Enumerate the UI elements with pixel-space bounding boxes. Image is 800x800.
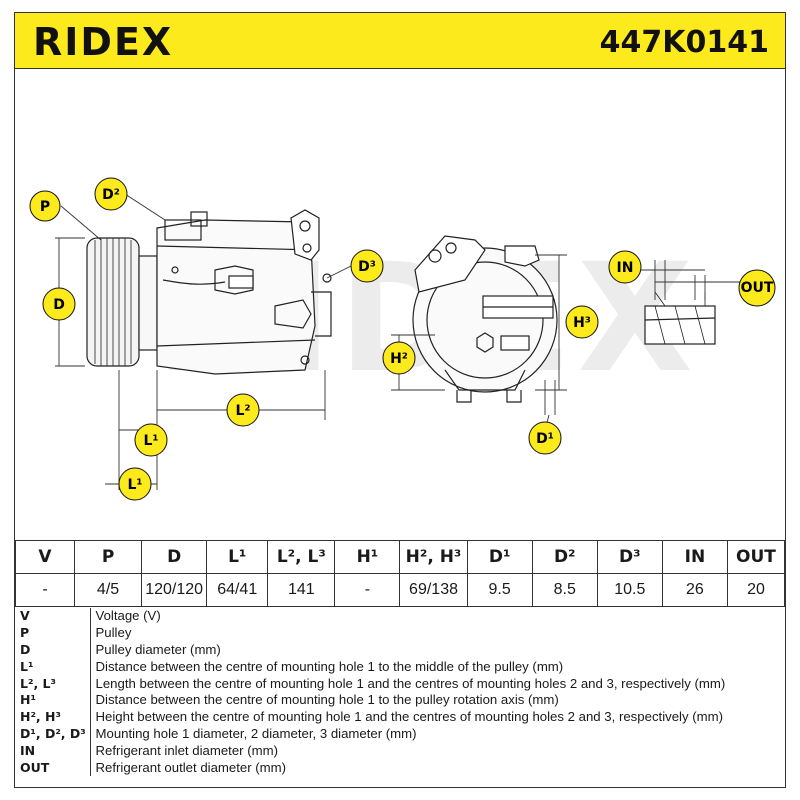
legend-desc: Pulley — [95, 625, 132, 641]
legend-key: D — [15, 641, 91, 659]
spec-header-cell: H¹ — [334, 540, 401, 574]
spec-header-cell: D — [141, 540, 208, 574]
spec-header-cell: D² — [531, 540, 598, 574]
callout-d2: D² — [94, 177, 128, 211]
svg-text:P: P — [40, 199, 50, 215]
callout-d1: D¹ — [528, 421, 562, 455]
spec-header-cell: H², H³ — [399, 540, 468, 574]
svg-text:H²: H² — [390, 351, 408, 367]
spec-value-cell: 69/138 — [399, 573, 468, 607]
legend-key: IN — [15, 742, 91, 760]
spec-header-cell: D¹ — [466, 540, 533, 574]
spec-value-cell: 9.5 — [466, 573, 533, 607]
legend-key: D¹, D², D³ — [15, 725, 91, 743]
callout-h3: H³ — [565, 305, 599, 339]
spec-header-cell: D³ — [596, 540, 663, 574]
spec-header-cell: OUT — [726, 540, 786, 574]
header-bar: RIDEX 447K0141 — [15, 13, 785, 69]
svg-text:D³: D³ — [358, 259, 376, 275]
spec-value-cell: - — [334, 573, 401, 607]
callout-l1-upper: L¹ — [134, 423, 168, 457]
svg-text:D²: D² — [102, 187, 120, 203]
callout-out: OUT — [738, 269, 776, 307]
callout-d: D — [42, 287, 76, 321]
spec-value-cell: 20 — [726, 573, 786, 607]
legend-desc: Mounting hole 1 diameter, 2 diameter, 3 … — [95, 725, 417, 741]
legend-key: OUT — [15, 759, 91, 776]
spec-value-cell: 8.5 — [531, 573, 598, 607]
spec-header-row: V P D L¹ L², L³ H¹ H², H³ D¹ D² D³ IN OU… — [15, 540, 786, 574]
svg-text:OUT: OUT — [741, 280, 774, 296]
legend-desc: Refrigerant inlet diameter (mm) — [95, 742, 278, 758]
callout-d3: D³ — [350, 249, 384, 283]
svg-text:D: D — [53, 297, 65, 313]
spec-table: V P D L¹ L², L³ H¹ H², H³ D¹ D² D³ IN OU… — [15, 540, 786, 607]
callout-p: P — [29, 190, 61, 222]
legend-key: P — [15, 624, 91, 642]
svg-text:L¹: L¹ — [143, 433, 158, 449]
spec-value-cell: 141 — [267, 573, 336, 607]
spec-header-cell: L², L³ — [267, 540, 336, 574]
legend-desc: Voltage (V) — [95, 608, 161, 624]
part-number: 447K0141 — [599, 25, 769, 60]
spec-value-cell: 64/41 — [206, 573, 269, 607]
compressor-side-view — [86, 209, 332, 375]
spec-value-cell: 26 — [661, 573, 728, 607]
compressor-front-view — [412, 235, 558, 403]
callout-in: IN — [608, 250, 642, 284]
legend-key: L¹ — [15, 658, 91, 676]
port-detail-view — [644, 291, 716, 345]
product-sheet: RIDEX 447K0141 RIDEX — [14, 12, 786, 788]
spec-header-cell: P — [73, 540, 143, 574]
ridex-logo: RIDEX — [33, 20, 173, 63]
spec-header-cell: V — [15, 540, 75, 574]
legend-desc: Distance between the centre of mounting … — [95, 658, 564, 674]
callout-l1-lower: L¹ — [118, 467, 152, 501]
spec-value-cell: 10.5 — [596, 573, 663, 607]
svg-text:D¹: D¹ — [536, 431, 554, 447]
callout-l2: L² — [226, 393, 260, 427]
legend-desc: Height between the centre of mounting ho… — [95, 709, 724, 725]
legend-desc: Refrigerant outlet diameter (mm) — [95, 759, 287, 775]
spec-header-cell: IN — [661, 540, 728, 574]
svg-text:H³: H³ — [573, 315, 591, 331]
spec-value-cell: 4/5 — [73, 573, 143, 607]
legend-desc: Distance between the centre of mounting … — [95, 692, 559, 708]
legend-key: L², L³ — [15, 675, 91, 692]
spec-header-cell: L¹ — [206, 540, 269, 574]
brand-logo-text: RIDEX — [33, 20, 173, 63]
legend-desc: Pulley diameter (mm) — [95, 641, 221, 657]
spec-value-row: - 4/5 120/120 64/41 141 - 69/138 9.5 8.5… — [15, 573, 786, 607]
spec-value-cell: 120/120 — [141, 573, 208, 607]
legend-desc: Length between the centre of mounting ho… — [95, 675, 726, 691]
spec-value-cell: - — [15, 573, 75, 607]
svg-text:IN: IN — [617, 260, 634, 276]
svg-text:L¹: L¹ — [127, 477, 142, 493]
legend-key: V — [15, 608, 91, 625]
svg-text:L²: L² — [235, 403, 250, 419]
technical-drawing: RIDEX — [29, 177, 776, 501]
legend-key: H¹ — [15, 691, 91, 709]
callout-h2: H² — [382, 341, 416, 375]
legend-key: H², H³ — [15, 708, 91, 726]
